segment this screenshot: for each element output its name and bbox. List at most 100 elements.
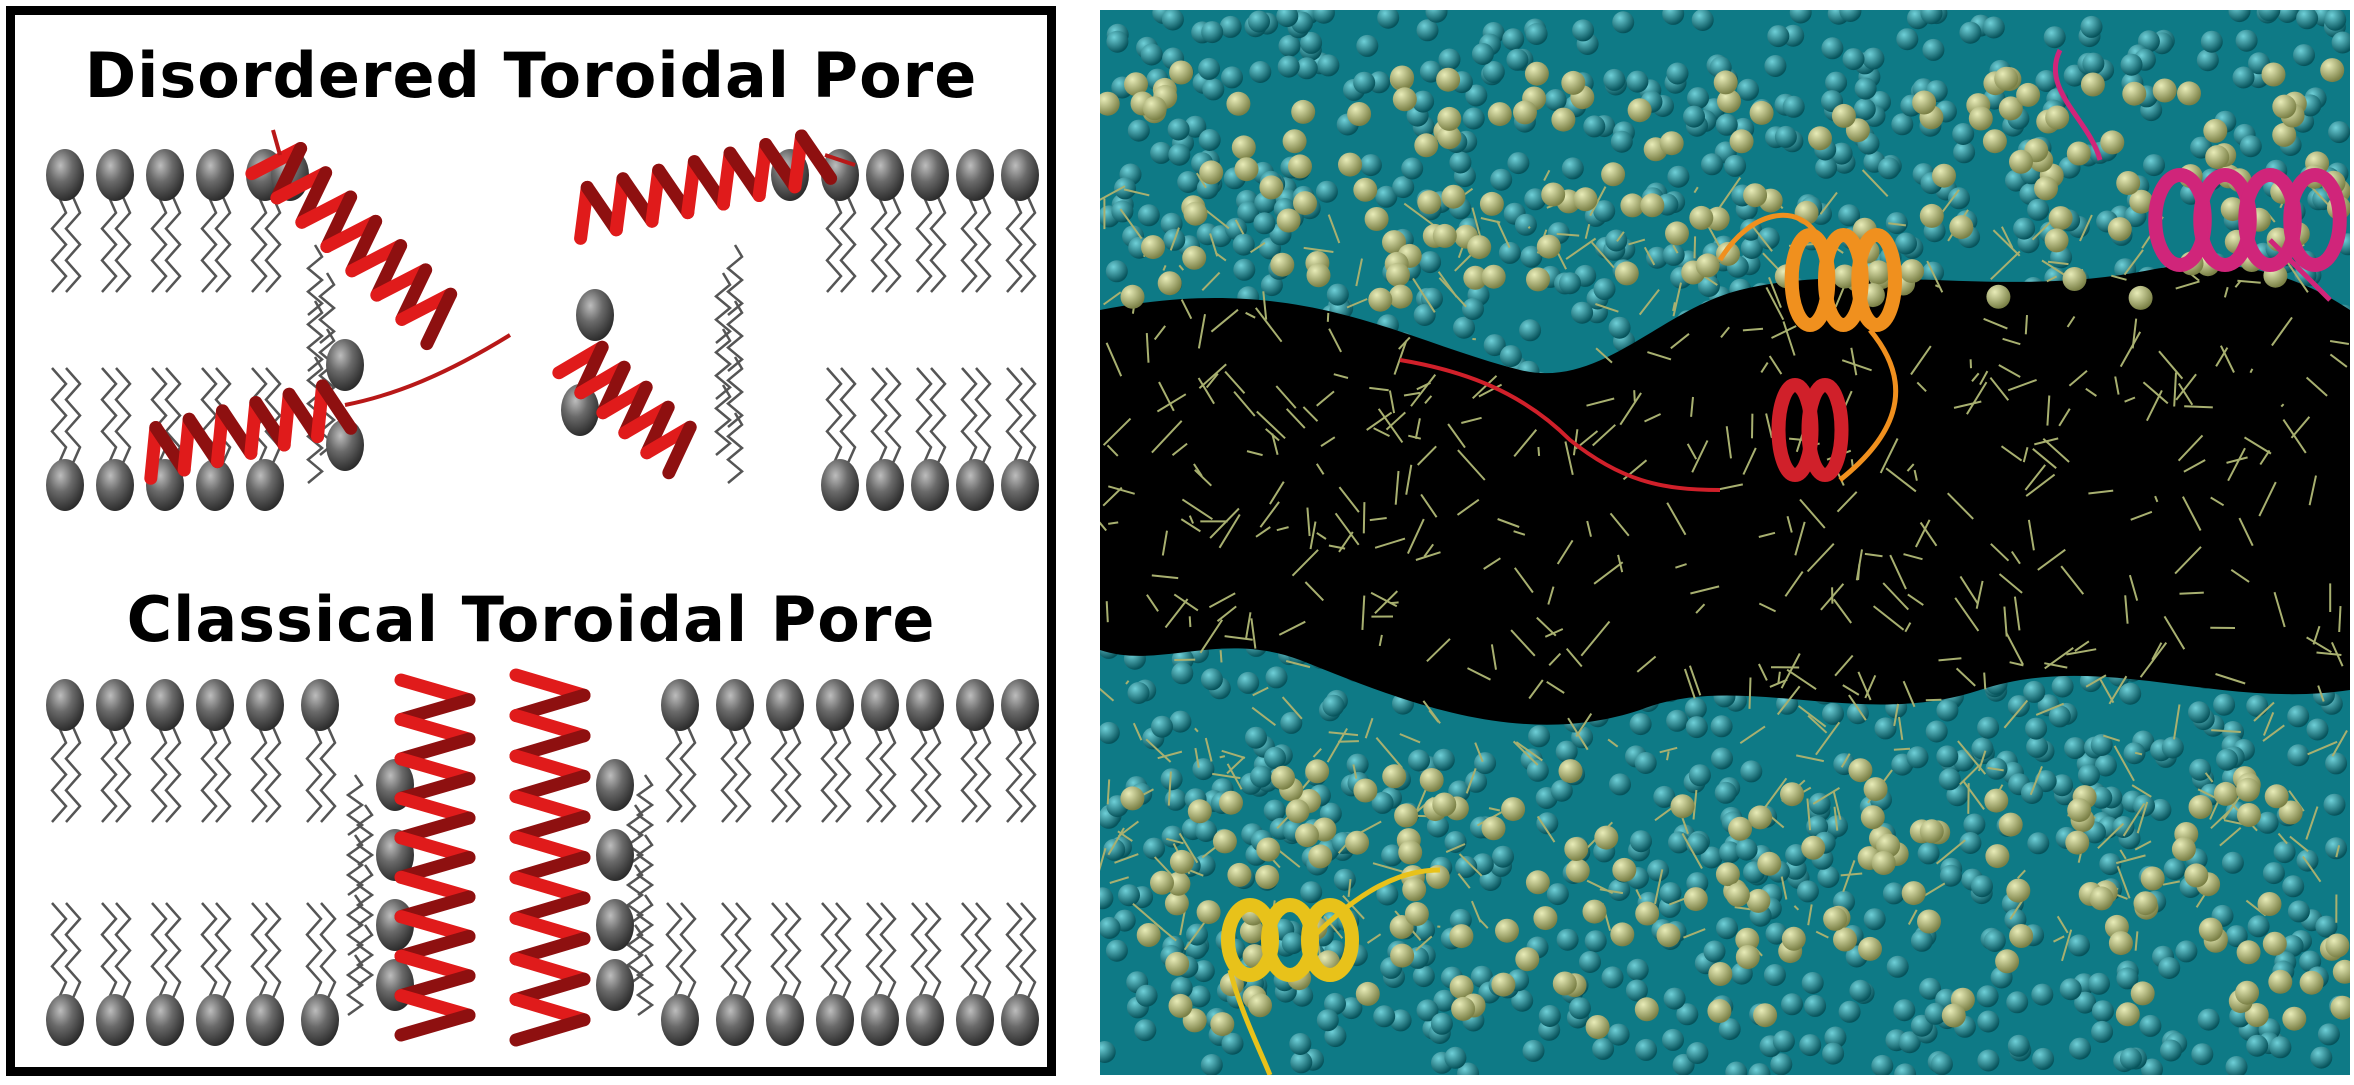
lipid-tail: [720, 902, 738, 999]
lipid-head: [911, 459, 949, 511]
lipid-tail: [305, 726, 323, 823]
lipid-head: [1001, 459, 1039, 511]
lipid-tail: [879, 726, 897, 823]
lipid-tail: [726, 412, 744, 484]
lipid-tail: [264, 726, 282, 823]
lipid-tail: [114, 726, 132, 823]
disordered-pore-title: Disordered Toroidal Pore: [84, 39, 978, 112]
magenta-peptide-loop: [2052, 48, 2332, 302]
lipid-tail: [960, 902, 978, 999]
lipid-tail: [64, 367, 82, 464]
lipid-tail: [839, 367, 857, 464]
lipid-head: [146, 149, 184, 201]
lipid-head: [956, 149, 994, 201]
lipid-tail: [960, 196, 978, 293]
lipid-tail: [929, 196, 947, 293]
lipid-tail: [64, 902, 82, 999]
yellow-peptide-loop: [1227, 867, 1441, 1075]
lipid-tail: [929, 367, 947, 464]
lipid-head: [1001, 994, 1039, 1046]
lipid-tail: [114, 196, 132, 293]
peptide-helix: [509, 668, 591, 1047]
lipid-tail: [974, 726, 992, 823]
lipid-tail: [625, 804, 645, 867]
lipid-head: [46, 149, 84, 201]
lipid-head: [596, 899, 634, 951]
lipid-tail: [825, 367, 843, 464]
lipid-tail: [164, 726, 182, 823]
lipid-tail: [1019, 367, 1037, 464]
lipid-head: [911, 149, 949, 201]
lipid-head: [596, 759, 634, 811]
lipid-tail: [345, 774, 365, 837]
lipid-tail: [200, 902, 218, 999]
lipid-tail: [100, 902, 118, 999]
lipid-tail: [1019, 196, 1037, 293]
lipid-head: [956, 994, 994, 1046]
lipid-tail: [720, 726, 738, 823]
lipid-tail: [910, 902, 928, 999]
lipid-tail: [839, 196, 857, 293]
lipid-head: [716, 994, 754, 1046]
lipid-tail: [1019, 726, 1037, 823]
lipid-head: [146, 994, 184, 1046]
lipid-tail: [355, 864, 375, 927]
lipid-head: [301, 994, 339, 1046]
lipid-tail: [714, 272, 732, 344]
lipid-tail: [114, 902, 132, 999]
lipid-tail: [770, 902, 788, 999]
lipid-tail: [625, 864, 645, 927]
lipid-head: [96, 459, 134, 511]
lipid-head: [1001, 149, 1039, 201]
lipid-tail: [214, 196, 232, 293]
lipid-tail: [345, 894, 365, 957]
peptide-helix: [552, 340, 697, 480]
red-peptide: [1771, 378, 1849, 482]
lipid-tail: [114, 367, 132, 464]
lipid-tail: [679, 902, 697, 999]
lipid-head: [956, 679, 994, 731]
lipid-tail: [974, 367, 992, 464]
lipid-tail: [318, 272, 336, 344]
lipid-tail: [1005, 367, 1023, 464]
lipid-head: [956, 459, 994, 511]
lipid-head: [146, 679, 184, 731]
lipid-tail: [770, 726, 788, 823]
lipid-tail: [214, 726, 232, 823]
lipid-tail: [214, 902, 232, 999]
lipid-tail: [345, 834, 365, 897]
lipid-tail: [870, 367, 888, 464]
disordered-pore-diagram: [46, 129, 1039, 511]
peptide-helix: [245, 141, 458, 351]
lipid-tail: [924, 902, 942, 999]
lipid-tail: [345, 954, 365, 1017]
lipid-tail: [1005, 196, 1023, 293]
lipid-tail: [50, 196, 68, 293]
lipid-head: [196, 679, 234, 731]
lipid-tail: [100, 196, 118, 293]
lipid-tail: [150, 726, 168, 823]
lipid-head: [906, 679, 944, 731]
lipid-tail: [100, 367, 118, 464]
lipid-head: [866, 149, 904, 201]
lipid-tail: [915, 367, 933, 464]
peptide-loop: [271, 129, 282, 156]
lipid-head: [96, 149, 134, 201]
lipid-tail: [960, 367, 978, 464]
lipid-head: [1001, 679, 1039, 731]
lipid-tail: [50, 902, 68, 999]
lipid-tail: [64, 726, 82, 823]
lipid-head: [596, 959, 634, 1011]
peptide-helix: [394, 673, 476, 1042]
lipid-head: [96, 994, 134, 1046]
lipid-tail: [884, 367, 902, 464]
lipid-head: [196, 459, 234, 511]
lipid-tail: [974, 902, 992, 999]
lipid-tail: [665, 902, 683, 999]
lipid-head: [861, 994, 899, 1046]
lipid-tail: [910, 726, 928, 823]
lipid-tail: [784, 726, 802, 823]
lipid-tail: [734, 902, 752, 999]
lipid-tail: [305, 902, 323, 999]
lipid-tail: [679, 726, 697, 823]
